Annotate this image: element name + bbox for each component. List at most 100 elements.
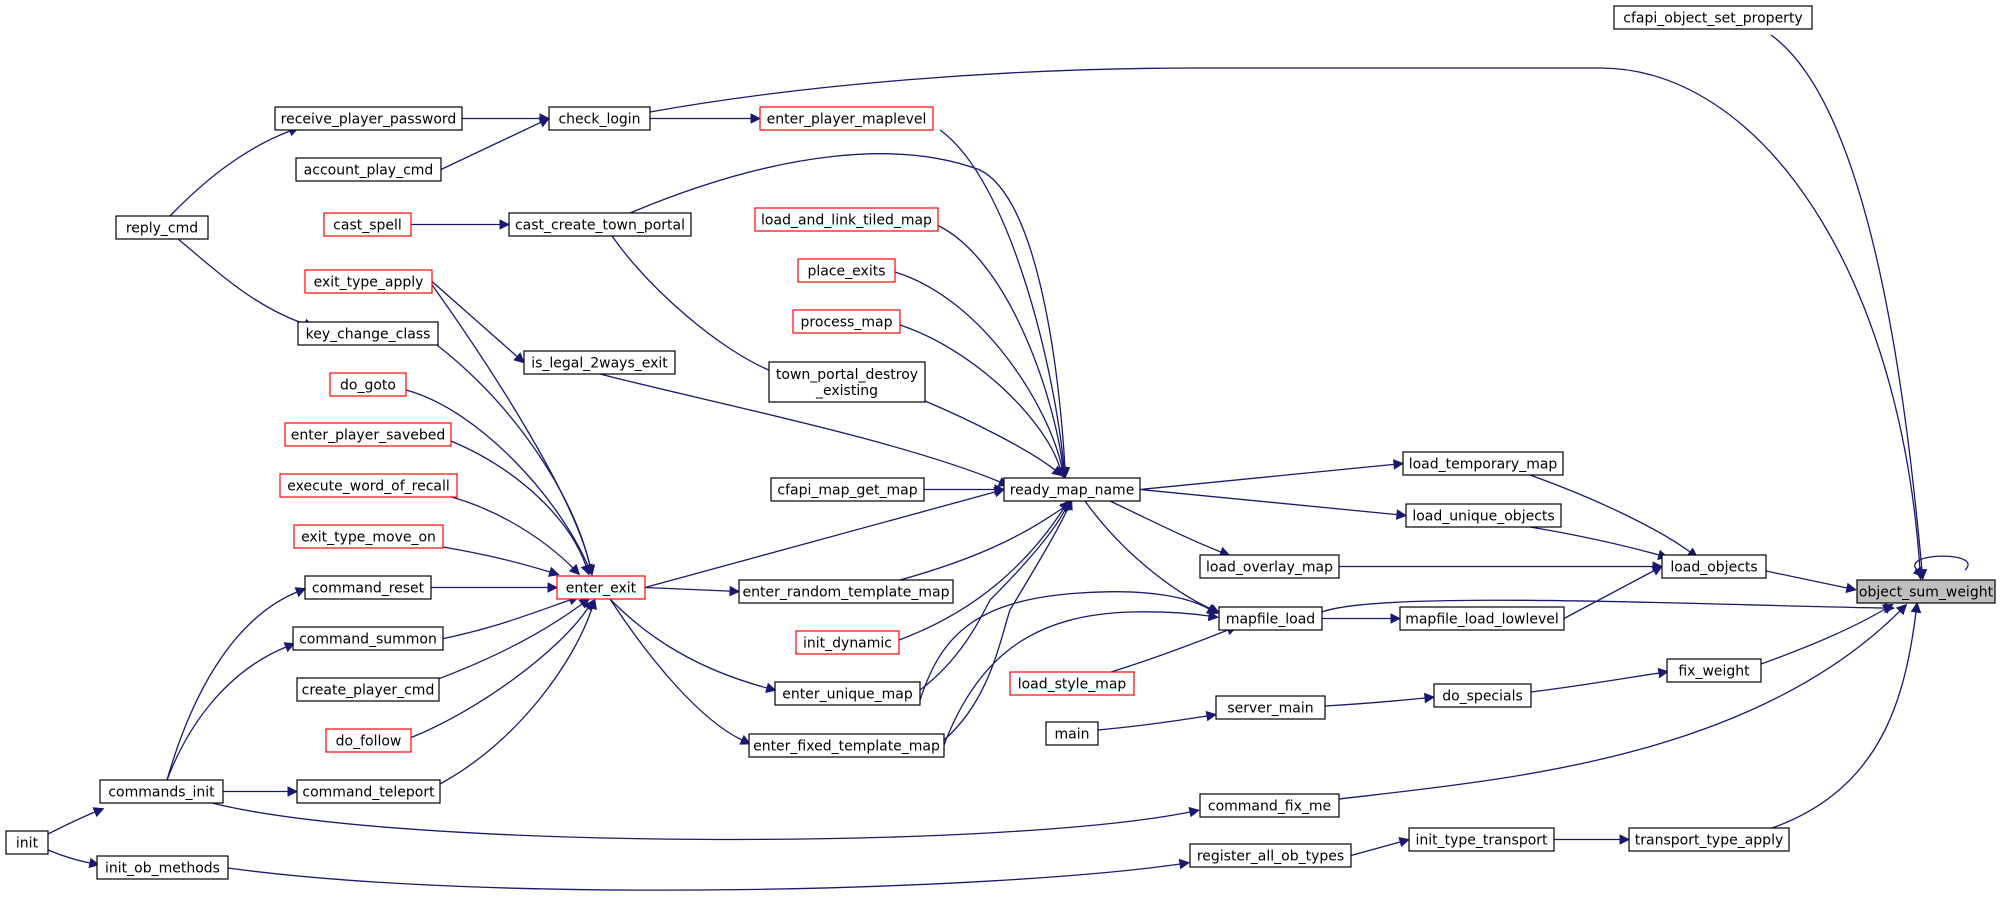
arrowhead-icon xyxy=(1051,465,1063,477)
arrowhead-icon xyxy=(586,598,597,611)
node-receive-player-password[interactable]: receive_player_password xyxy=(274,106,463,131)
arrowhead-icon xyxy=(1914,569,1926,581)
node-object-sum-weight[interactable]: object_sum_weight xyxy=(1856,579,1996,604)
node-label: receive_player_password xyxy=(281,112,457,128)
node-exit-type-apply[interactable]: exit_type_apply xyxy=(304,269,433,294)
edge-line xyxy=(1914,555,1969,571)
node-command-reset[interactable]: command_reset xyxy=(304,575,432,600)
node-load-objects[interactable]: load_objects xyxy=(1661,554,1767,579)
node-label: init_dynamic xyxy=(803,636,892,652)
node-place-exits[interactable]: place_exits xyxy=(797,258,896,283)
node-load-temporary-map[interactable]: load_temporary_map xyxy=(1402,451,1564,476)
node-account-play-cmd[interactable]: account_play_cmd xyxy=(295,157,442,182)
edge-enter_fixed_template_map-to-ready_map_name xyxy=(943,498,1073,741)
arrowhead-icon xyxy=(1398,836,1411,848)
node-do-follow[interactable]: do_follow xyxy=(325,728,412,753)
edge-check_login-to-object_sum_weight xyxy=(649,67,1926,581)
edge-enter_exit-to-enter_fixed_template_map xyxy=(609,598,752,745)
node-box xyxy=(1856,579,1996,604)
node-register-all-ob-types[interactable]: register_all_ob_types xyxy=(1189,843,1352,868)
node-execute-word-of-recall[interactable]: execute_word_of_recall xyxy=(279,473,458,498)
edge-exit_type_move_on-to-enter_exit xyxy=(442,546,560,577)
edge-line xyxy=(1530,672,1660,693)
edge-line xyxy=(166,591,298,781)
node-commands-init[interactable]: commands_init xyxy=(99,779,224,804)
node-label: command_fix_me xyxy=(1208,799,1331,815)
arrowhead-icon xyxy=(1178,858,1190,870)
node-exit-type-move-on[interactable]: exit_type_move_on xyxy=(293,524,444,549)
node-process-map[interactable]: process_map xyxy=(792,309,901,334)
node-box xyxy=(1009,671,1135,696)
node-reply-cmd[interactable]: reply_cmd xyxy=(115,215,209,240)
edge-enter_exit-to-enter_unique_map xyxy=(609,598,777,693)
node-box xyxy=(296,677,440,702)
node-box xyxy=(1613,5,1813,30)
node-do-specials[interactable]: do_specials xyxy=(1433,683,1532,708)
node-init[interactable]: init xyxy=(5,830,49,855)
node-command-fix-me[interactable]: command_fix_me xyxy=(1199,793,1340,818)
node-command-summon[interactable]: command_summon xyxy=(292,626,444,651)
arrowhead-icon xyxy=(1396,509,1408,520)
edge-line xyxy=(919,507,1067,691)
node-box xyxy=(738,579,954,604)
node-ready-map-name[interactable]: ready_map_name xyxy=(1003,477,1141,502)
node-cast-spell[interactable]: cast_spell xyxy=(323,212,412,237)
edge-line xyxy=(919,591,1210,701)
edge-line xyxy=(1097,715,1208,731)
node-transport-type-apply[interactable]: transport_type_apply xyxy=(1628,827,1790,852)
node-enter-random-template-map[interactable]: enter_random_template_map xyxy=(738,579,954,604)
node-enter-player-savebed[interactable]: enter_player_savebed xyxy=(284,422,452,447)
edge-register_all_ob_types-to-init_type_transport xyxy=(1350,836,1411,857)
node-mapfile-load-lowlevel[interactable]: mapfile_load_lowlevel xyxy=(1399,606,1565,631)
node-label: init_ob_methods xyxy=(105,861,220,877)
node-enter-player-maplevel[interactable]: enter_player_maplevel xyxy=(759,106,934,131)
edge-mapfile_load_lowlevel-to-load_objects xyxy=(1563,565,1663,620)
node-load-style-map[interactable]: load_style_map xyxy=(1009,671,1135,696)
node-box xyxy=(1405,503,1562,528)
edge-init_type_transport-to-transport_type_apply xyxy=(1554,834,1631,845)
arrowhead-icon xyxy=(568,563,581,576)
node-mapfile-load[interactable]: mapfile_load xyxy=(1218,606,1323,631)
node-enter-fixed-template-map[interactable]: enter_fixed_template_map xyxy=(748,733,945,758)
edge-commands_init-to-command_teleport xyxy=(223,786,299,797)
node-box xyxy=(115,215,209,240)
node-box xyxy=(759,106,934,131)
node-label: mapfile_load xyxy=(1226,612,1315,628)
node-label: load_and_link_tiled_map xyxy=(761,213,932,229)
node-label: mapfile_load_lowlevel xyxy=(1405,612,1559,628)
edge-line xyxy=(939,129,1065,469)
node-label: do_specials xyxy=(1442,689,1523,705)
node-load-unique-objects[interactable]: load_unique_objects xyxy=(1405,503,1562,528)
node-do-goto[interactable]: do_goto xyxy=(329,372,407,397)
node-check-login[interactable]: check_login xyxy=(548,106,651,131)
node-town-portal-destroy-existing[interactable]: town_portal_destroy_existing xyxy=(768,361,926,403)
node-init-ob-methods[interactable]: init_ob_methods xyxy=(96,855,229,880)
node-cfapi-map-get-map[interactable]: cfapi_map_get_map xyxy=(770,477,925,502)
node-init-dynamic[interactable]: init_dynamic xyxy=(795,630,900,655)
node-is-legal-2ways-exit[interactable]: is_legal_2ways_exit xyxy=(523,350,676,375)
node-label: cfapi_map_get_map xyxy=(777,483,917,499)
node-enter-exit[interactable]: enter_exit xyxy=(556,575,646,600)
node-main[interactable]: main xyxy=(1045,721,1099,746)
node-cfapi-object-set-property[interactable]: cfapi_object_set_property xyxy=(1613,5,1813,30)
node-init-type-transport[interactable]: init_type_transport xyxy=(1408,827,1555,852)
node-fix-weight[interactable]: fix_weight xyxy=(1666,658,1762,683)
node-label: register_all_ob_types xyxy=(1197,849,1344,865)
node-box xyxy=(292,626,444,651)
node-load-overlay-map[interactable]: load_overlay_map xyxy=(1199,554,1340,579)
edge-line xyxy=(1563,570,1655,620)
node-command-teleport[interactable]: command_teleport xyxy=(296,779,441,804)
node-create-player-cmd[interactable]: create_player_cmd xyxy=(296,677,440,702)
node-key-change-class[interactable]: key_change_class xyxy=(297,321,439,346)
arrowhead-icon xyxy=(547,566,560,577)
node-box xyxy=(1199,793,1340,818)
edge-line xyxy=(211,802,1191,841)
arrowhead-icon xyxy=(580,563,591,576)
node-label: place_exits xyxy=(808,264,886,280)
node-box xyxy=(774,681,921,706)
node-cast-create-town-portal[interactable]: cast_create_town_portal xyxy=(508,212,692,237)
edge-line xyxy=(1338,610,1901,800)
node-enter-unique-map[interactable]: enter_unique_map xyxy=(774,681,921,706)
node-server-main[interactable]: server_main xyxy=(1215,695,1326,720)
node-load-and-link-tiled-map[interactable]: load_and_link_tiled_map xyxy=(754,207,939,232)
